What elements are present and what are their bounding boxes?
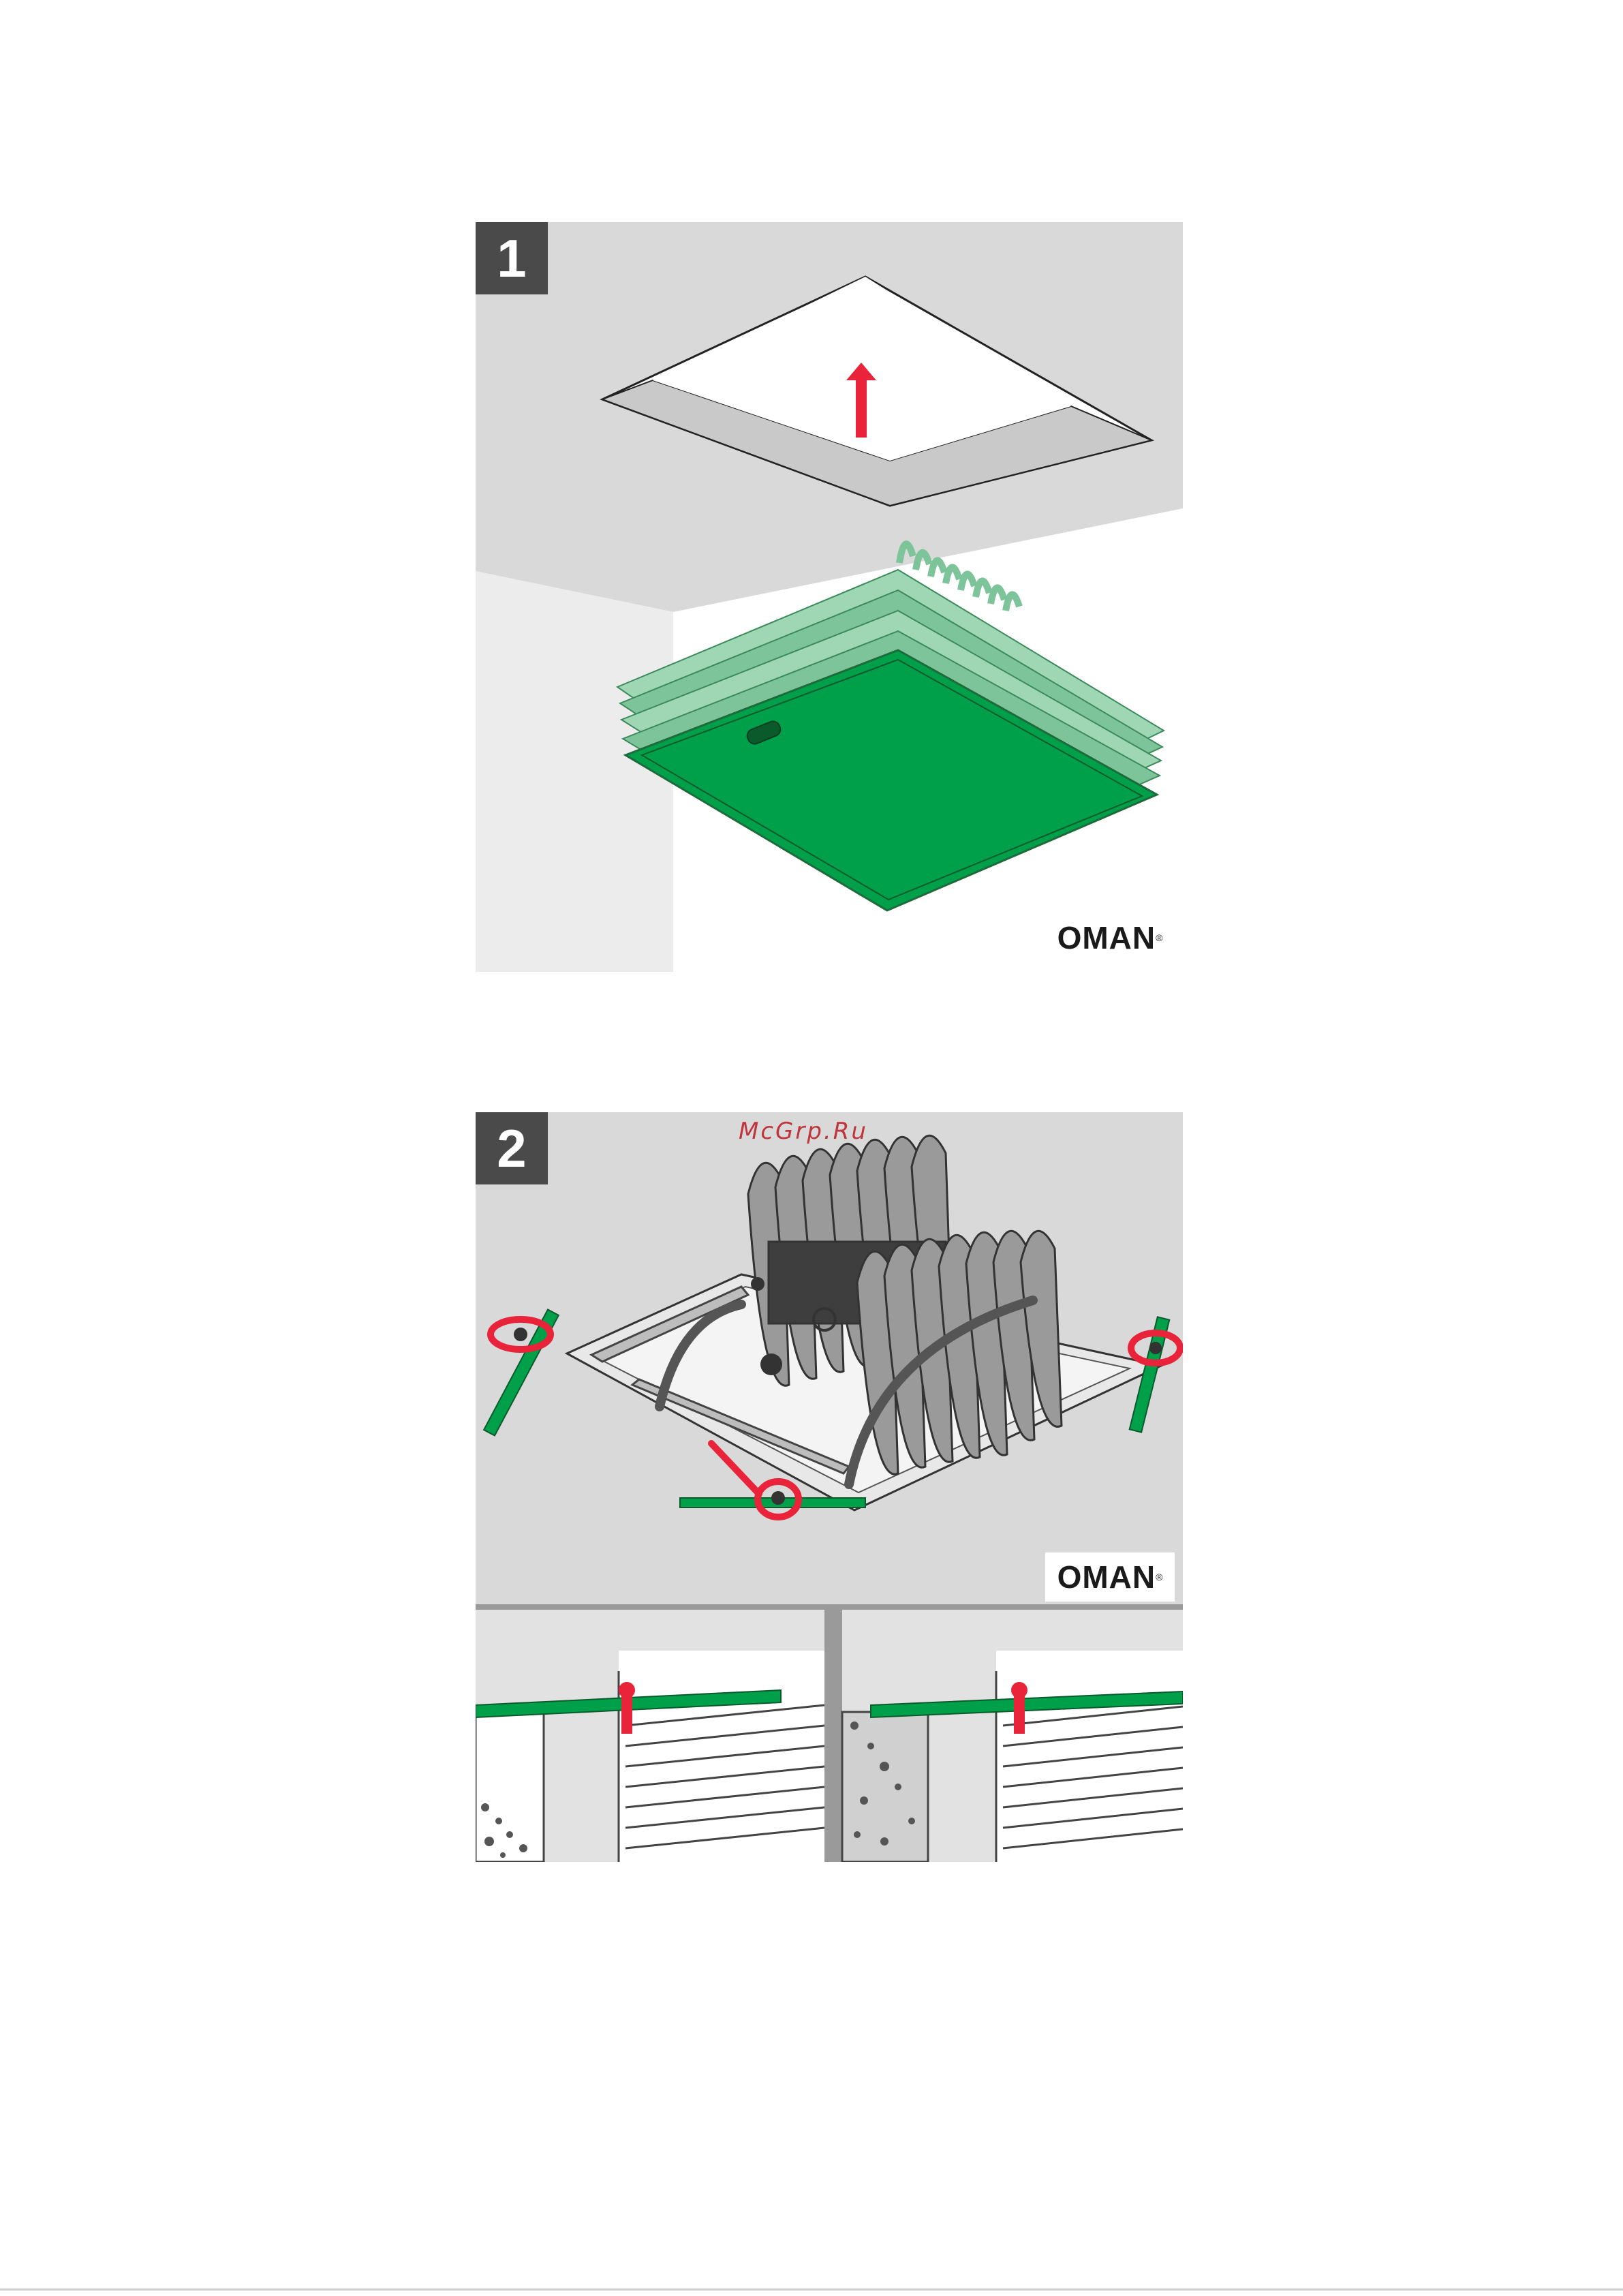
detail-wood-ceiling [476, 1610, 824, 1862]
oman-logo: OMAN® [1045, 913, 1175, 962]
footer-rule [0, 2289, 1623, 2291]
step-1-panel: 1 OMAN® [476, 222, 1183, 972]
step-number-badge: 1 [476, 222, 548, 294]
step-1-illustration [476, 222, 1183, 972]
left-wall [476, 571, 673, 972]
step-2-illustration [476, 1112, 1183, 1862]
watermark-text: McGrp.Ru [739, 1118, 868, 1145]
oman-logo: OMAN® [1045, 1552, 1175, 1602]
detail-concrete-ceiling [842, 1610, 1183, 1862]
step-2-panel: 2 McGrp.Ru OMAN® [476, 1112, 1183, 1862]
step-number-badge: 2 [476, 1112, 548, 1184]
